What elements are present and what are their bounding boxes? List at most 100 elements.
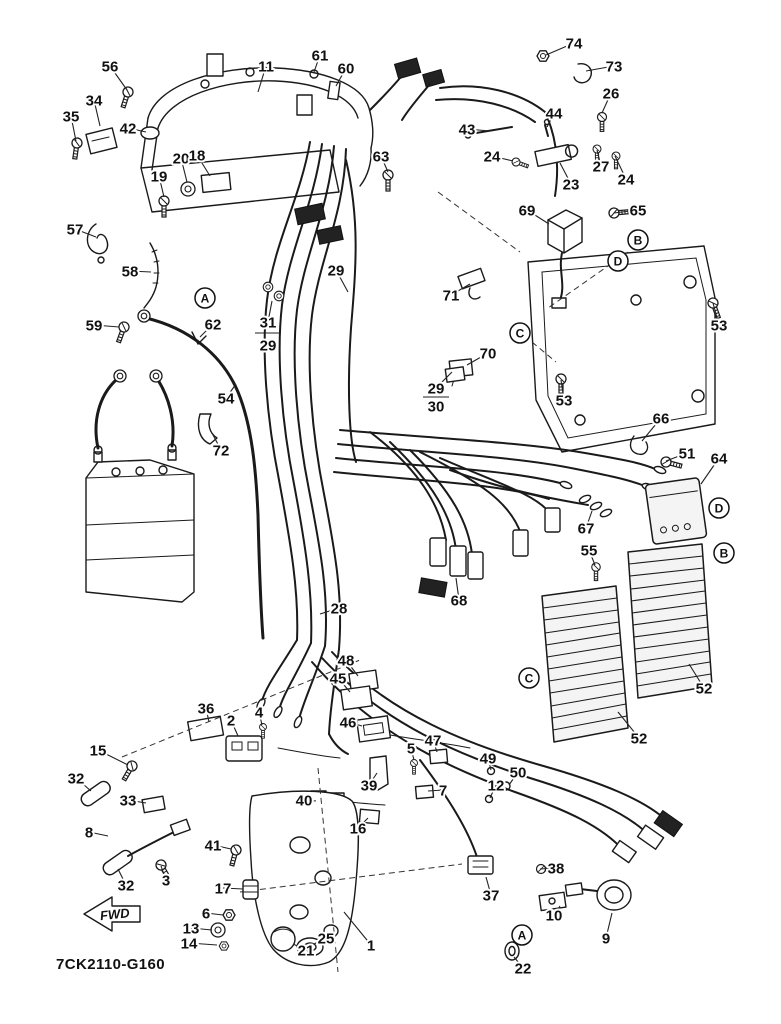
callout-26: 26 [603, 85, 620, 102]
ecu-box-64 [644, 477, 708, 545]
rubber-mount-17 [242, 879, 259, 900]
clamp-62 [191, 331, 207, 345]
leader-line-25 [313, 937, 327, 945]
leader-line-51 [665, 452, 688, 462]
callout-71: 71 [443, 287, 460, 304]
leader-line-6 [205, 912, 224, 916]
callout-39: 39 [361, 777, 378, 794]
callout-58: 58 [122, 263, 139, 280]
leader-line-53 [560, 379, 565, 401]
connector-33 [141, 795, 166, 814]
leader-line-69 [526, 209, 550, 225]
callout-11: 11 [258, 58, 274, 75]
callout-50: 50 [510, 764, 527, 781]
leader-line-71 [450, 283, 471, 296]
frame-mounted-parts [69, 85, 232, 218]
leader-line-35 [70, 115, 77, 142]
leader-line-37 [485, 876, 492, 896]
leader-line-47 [432, 739, 438, 753]
callout-64: 64 [711, 450, 728, 467]
main-switch-assembly [538, 879, 632, 912]
leader-line-17 [222, 887, 244, 890]
plug-cap-32-upper [80, 780, 111, 807]
callout-45: 45 [330, 670, 347, 687]
callout-73: 73 [606, 58, 623, 75]
connector-37 [467, 855, 494, 875]
callout-12: 12 [488, 777, 505, 794]
callout-41: 41 [205, 837, 222, 854]
callout-31: 31 [260, 314, 277, 331]
sensor-holder-70 [444, 358, 474, 387]
battery [85, 369, 195, 603]
leader-line-62 [199, 323, 214, 338]
leader-line-43 [466, 128, 491, 132]
callout-43: 43 [459, 121, 476, 138]
callout-4: 4 [255, 704, 264, 721]
leader-line-74 [545, 42, 575, 56]
leader-line-55 [588, 549, 596, 566]
callout-32: 32 [118, 877, 135, 894]
callout-34: 34 [86, 92, 103, 109]
callout-1: 1 [367, 937, 375, 954]
ref-marker-C [509, 322, 531, 344]
leader-line-24 [491, 155, 514, 162]
callout-62: 62 [205, 316, 222, 333]
leader-line-58 [129, 270, 152, 273]
leader-line-57 [74, 228, 97, 238]
callout-53: 53 [556, 392, 573, 409]
callout-33: 33 [120, 792, 137, 809]
leader-line-9 [605, 912, 613, 939]
leader-line-28 [319, 607, 340, 615]
callout-23: 23 [563, 176, 580, 193]
callout-38: 38 [548, 860, 565, 877]
callout-29: 29 [328, 262, 345, 279]
leader-line-3 [160, 865, 167, 881]
callout-72: 72 [213, 442, 230, 459]
clamp-22 [504, 941, 520, 961]
callout-47: 47 [425, 732, 442, 749]
leader-line-42 [127, 127, 147, 133]
callout-28: 28 [331, 600, 348, 617]
leader-line-53 [712, 302, 720, 326]
leader-line-70 [466, 352, 489, 366]
leader-line-61 [313, 54, 321, 73]
leader-line-13 [190, 927, 213, 931]
callout-55: 55 [581, 542, 598, 559]
cap-21 [270, 926, 296, 952]
ref-marker-B [713, 542, 735, 564]
top-bracket-frame [140, 53, 374, 213]
ref-marker-label-A: A [201, 292, 210, 306]
leader-line-56 [109, 65, 128, 91]
callout-49: 49 [480, 750, 497, 767]
clamp-66 [629, 435, 649, 456]
cable-clamp-71 [457, 267, 486, 300]
callout-14: 14 [181, 935, 198, 952]
ref-marker-label-D: D [715, 502, 724, 516]
leader-line-14 [188, 942, 218, 946]
leader-line-23 [559, 162, 572, 185]
leader-line-48 [345, 659, 359, 677]
callout-51: 51 [679, 445, 696, 462]
callout-36: 36 [198, 700, 215, 717]
leader-line-52 [617, 711, 640, 739]
callout-5: 5 [407, 740, 415, 757]
callout-68: 68 [451, 592, 468, 609]
leader-line-33 [127, 799, 147, 804]
leader-line-11 [257, 65, 267, 93]
callout-52: 52 [631, 730, 648, 747]
ref-marker-D [607, 250, 629, 272]
leader-line-22 [513, 956, 524, 969]
callout-19: 19 [151, 168, 168, 185]
callout-63: 63 [373, 148, 390, 165]
leader-line-60 [335, 67, 347, 87]
callout-69: 69 [519, 202, 536, 219]
leader-line-16 [357, 817, 369, 829]
callout-65: 65 [630, 202, 647, 219]
leader-line-5 [410, 747, 415, 761]
callout-3: 3 [162, 872, 170, 889]
leader-line-63 [380, 155, 389, 173]
ref-marker-label-D: D [614, 255, 623, 269]
callout-24: 24 [484, 148, 501, 165]
clamp-57 [86, 223, 109, 264]
callout-6: 6 [202, 905, 210, 922]
